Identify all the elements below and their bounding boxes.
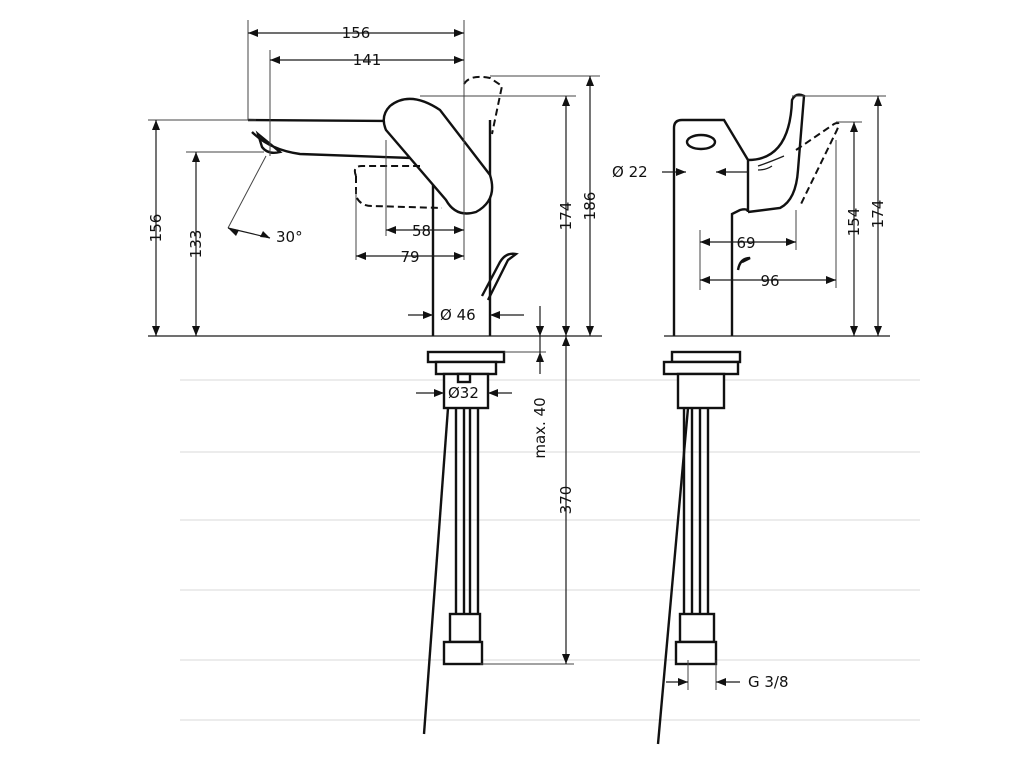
side-popup-rod <box>480 252 519 301</box>
dim-height-154: 154 <box>845 208 863 237</box>
front-view <box>656 93 890 745</box>
dim-lever-depth: 69 <box>736 234 755 252</box>
side-hose-nut <box>442 640 484 666</box>
dim-total-length: 156 <box>342 24 371 42</box>
dim-hose-length: 370 <box>557 486 575 515</box>
side-lever-open <box>353 75 504 209</box>
front-hose-nut <box>674 640 718 666</box>
side-dimensions <box>148 20 600 665</box>
dim-lever-depth-open: 96 <box>760 272 779 290</box>
front-mount-flange <box>670 350 742 364</box>
dim-spout-length: 141 <box>353 51 382 69</box>
dim-hole-diameter: Ø32 <box>448 384 479 402</box>
background-watermark <box>180 379 920 721</box>
side-lever <box>382 97 494 215</box>
front-body <box>672 118 750 336</box>
front-aerator <box>685 133 717 151</box>
front-lever <box>747 93 806 214</box>
front-dimensions <box>662 95 886 690</box>
dim-height-174: 174 <box>557 202 575 231</box>
dim-lever-reach-open: 79 <box>400 248 419 266</box>
side-mount-flange <box>426 350 506 364</box>
dim-connection-thread: G 3/8 <box>748 673 789 691</box>
dim-height-174-front: 174 <box>869 200 887 229</box>
dim-body-diameter: Ø 46 <box>440 306 476 324</box>
side-hoses <box>454 408 480 614</box>
dim-spray-angle: 30° <box>276 228 303 246</box>
dim-height-186: 186 <box>581 192 599 221</box>
front-lever-open <box>795 122 840 207</box>
front-hoses <box>682 408 710 614</box>
dim-base-height: 156 <box>147 214 165 243</box>
dim-lever-reach: 58 <box>412 222 431 240</box>
dim-max-thickness: max. 40 <box>531 397 549 458</box>
dim-outlet-height: 133 <box>187 230 205 259</box>
dim-aerator-diameter: Ø 22 <box>612 163 648 181</box>
front-popup-rod <box>736 256 751 271</box>
side-view <box>148 75 602 735</box>
